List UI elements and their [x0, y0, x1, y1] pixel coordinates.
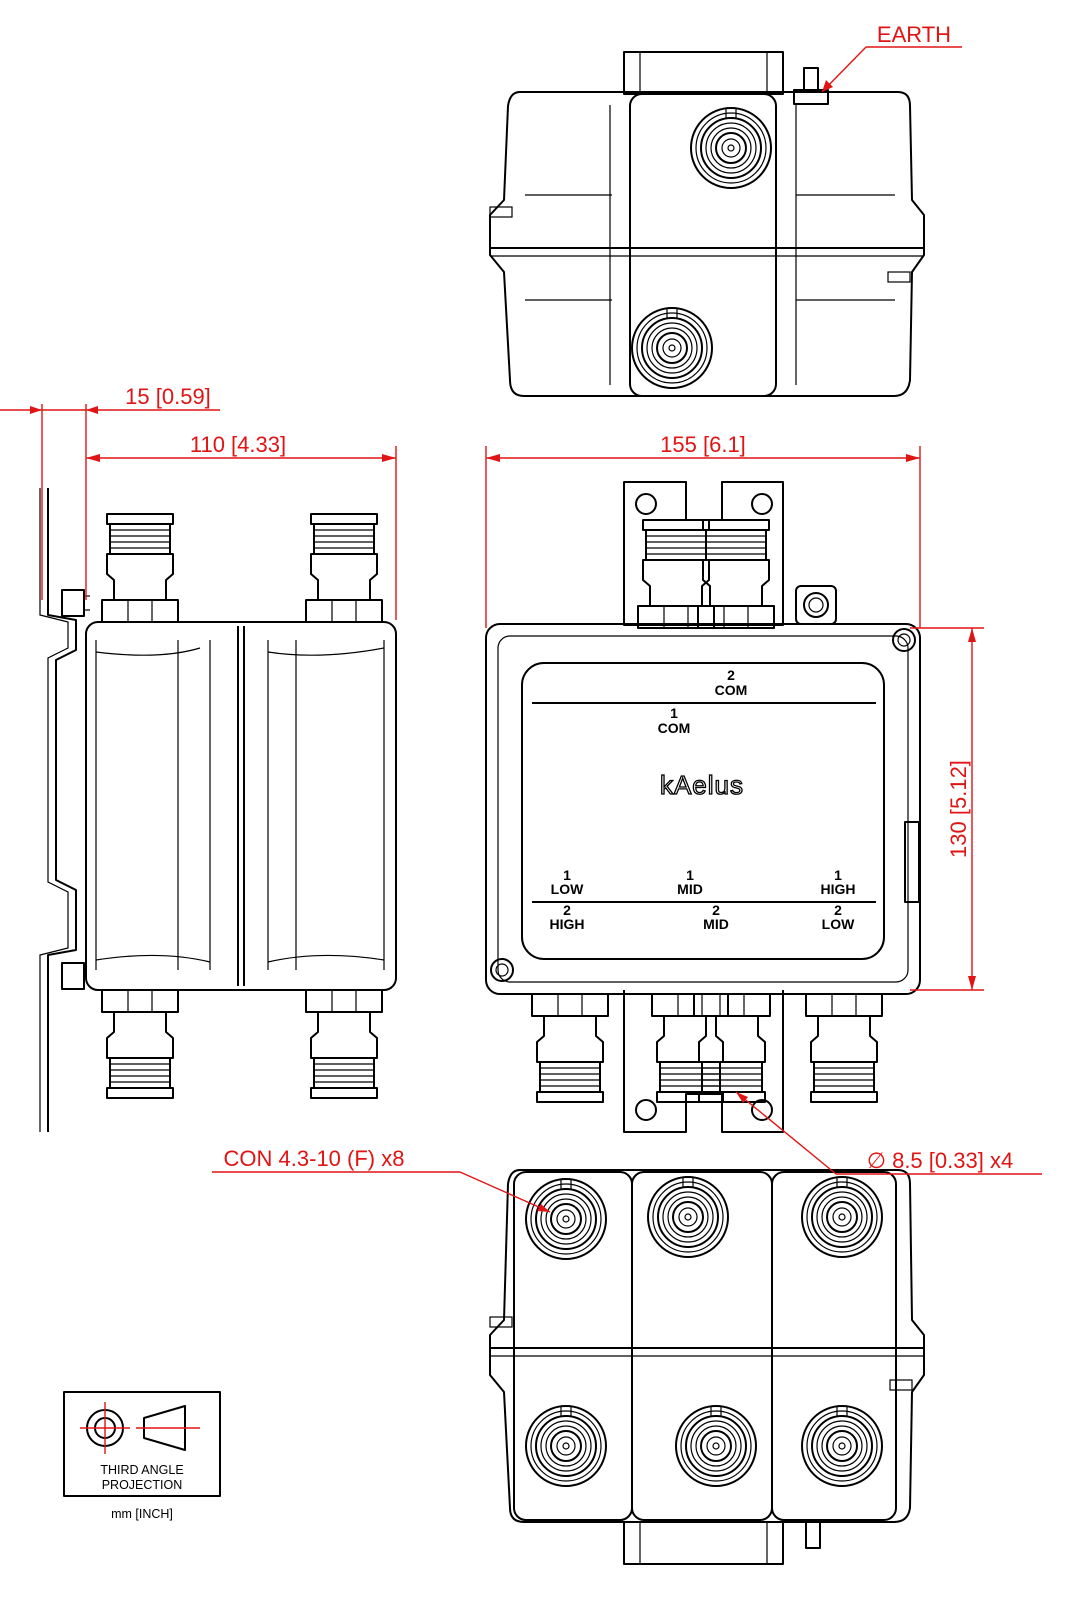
bottom-view: [489, 1169, 925, 1565]
port-low1-name: LOW: [551, 881, 584, 897]
units-label: mm [INCH]: [111, 1507, 173, 1521]
side-view: [39, 488, 397, 1132]
port-mid2-name: MID: [703, 916, 729, 932]
hole-dim: ∅ 8.5 [0.33] x4: [867, 1148, 1013, 1173]
projection-line2: PROJECTION: [102, 1478, 183, 1492]
port-low2-num: 2: [834, 902, 842, 918]
port-labels: 2 COM 1 COM kAelus 1 LOW 1 MID 1 HIGH 2 …: [550, 667, 856, 932]
port-high1-num: 1: [834, 867, 842, 883]
port-high1-name: HIGH: [821, 881, 856, 897]
port-mid1-num: 1: [686, 867, 694, 883]
projection-symbol: THIRD ANGLE PROJECTION mm [INCH]: [63, 1391, 221, 1521]
port-com2-name: COM: [715, 682, 748, 698]
port-com1-num: 1: [670, 705, 678, 721]
port-low1-num: 1: [563, 867, 571, 883]
projection-line1: THIRD ANGLE: [100, 1463, 183, 1477]
connector-callout: CON 4.3-10 (F) x8: [224, 1146, 405, 1171]
port-high2-name: HIGH: [550, 916, 585, 932]
bracket-offset-dim: 15 [0.59]: [125, 384, 211, 409]
earth-label: EARTH: [877, 22, 951, 47]
top-view: [489, 51, 925, 397]
front-view: [485, 481, 921, 1133]
port-com1-name: COM: [658, 720, 691, 736]
depth-dim: 110 [4.33]: [190, 432, 286, 457]
port-com2-num: 2: [727, 667, 735, 683]
dimensions: EARTH 15 [0.59] 110 [4.33] 155 [6.1] 130…: [0, 22, 1042, 1213]
height-dim: 130 [5.12]: [946, 760, 971, 858]
port-low2-name: LOW: [822, 916, 855, 932]
width-dim: 155 [6.1]: [660, 432, 746, 457]
port-mid1-name: MID: [677, 881, 703, 897]
brand-logo: kAelus: [660, 770, 744, 800]
port-high2-num: 2: [563, 902, 571, 918]
port-mid2-num: 2: [712, 902, 720, 918]
